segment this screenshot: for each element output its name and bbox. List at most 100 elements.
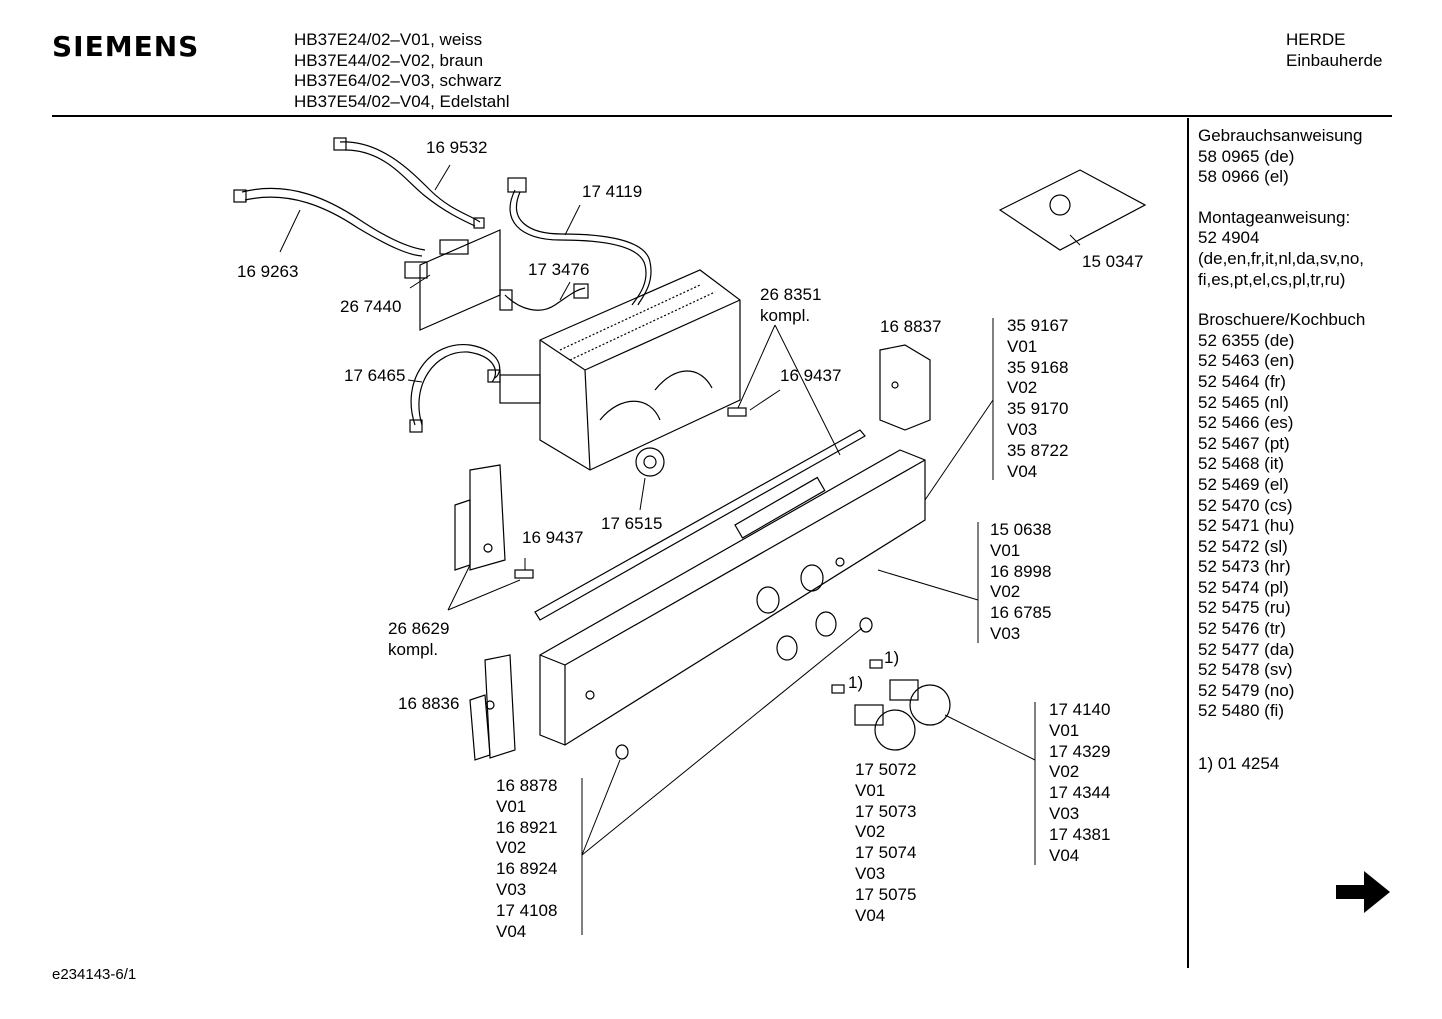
doc-line: (de,en,fr,it,nl,da,sv,no, bbox=[1198, 248, 1364, 268]
knob-176515 bbox=[635, 447, 665, 477]
part-label: 26 7440 bbox=[340, 297, 402, 316]
arrow-right-icon[interactable] bbox=[1336, 868, 1392, 916]
part-label: 16 8836 bbox=[398, 694, 460, 713]
variant-line: V04 bbox=[855, 905, 886, 925]
part-label: 16 9263 bbox=[237, 262, 299, 281]
variant-line: 17 4140 bbox=[1049, 700, 1111, 719]
part-label-line: 26 8351 bbox=[760, 285, 822, 304]
product-category: HERDE Einbauherde bbox=[1286, 30, 1382, 71]
documentation-sidebar: Gebrauchsanweisung 58 0965 (de) 58 0966 … bbox=[1198, 126, 1365, 775]
variant-line: 17 5074 bbox=[855, 843, 917, 863]
variant-line: V03 bbox=[855, 863, 886, 883]
doc-line: 52 5477 (da) bbox=[1198, 639, 1295, 659]
part-variant-group: 16 8878 V01 16 8921 V02 16 8924 V03 17 4… bbox=[496, 776, 557, 942]
doc-line: 52 5471 (hu) bbox=[1198, 516, 1295, 536]
variant-line: 17 5073 bbox=[855, 801, 917, 821]
part-label: 26 8629 kompl. bbox=[388, 619, 449, 661]
user-manual-block: Gebrauchsanweisung 58 0965 (de) 58 0966 … bbox=[1198, 126, 1365, 188]
doc-line: Gebrauchsanweisung bbox=[1198, 126, 1363, 145]
category-line: HERDE bbox=[1286, 30, 1346, 49]
cookbook-block: Broschuere/Kochbuch 52 6355 (de) 52 5463… bbox=[1198, 310, 1365, 722]
part-label: 16 8837 bbox=[880, 317, 942, 336]
bracket-168837 bbox=[879, 344, 931, 431]
variant-line: V02 bbox=[855, 822, 886, 842]
doc-line: 52 5474 (pl) bbox=[1198, 577, 1289, 597]
variant-line: 35 9168 bbox=[1007, 357, 1069, 377]
doc-line: 52 5466 (es) bbox=[1198, 413, 1294, 433]
part-label: 17 4119 bbox=[582, 182, 643, 201]
doc-line: 52 5473 (hr) bbox=[1198, 557, 1291, 577]
variant-line: V01 bbox=[496, 796, 527, 816]
screw-bag-150347 bbox=[998, 169, 1147, 251]
variant-line: V02 bbox=[990, 582, 1021, 602]
variant-line: 17 5072 bbox=[855, 760, 917, 779]
variant-line: 16 6785 bbox=[990, 603, 1052, 623]
footnote-ref: 1) bbox=[884, 648, 900, 667]
category-line: Einbauherde bbox=[1286, 50, 1383, 70]
variant-line: V01 bbox=[1049, 720, 1080, 740]
doc-line: 52 5478 (sv) bbox=[1198, 660, 1293, 680]
clip-169437 bbox=[514, 407, 747, 579]
sidebar-divider bbox=[1187, 118, 1189, 968]
model-line: HB37E24/02–V01, weiss bbox=[294, 30, 483, 49]
part-variant-group: 17 5072 V01 17 5073 V02 17 5074 V03 17 5… bbox=[855, 760, 916, 926]
variant-line: V03 bbox=[1007, 419, 1038, 439]
brand-logo: SIEMENS bbox=[52, 30, 200, 63]
footnote: 1) 01 4254 bbox=[1198, 754, 1280, 774]
variant-line: V02 bbox=[496, 838, 527, 858]
doc-line: 52 5465 (nl) bbox=[1198, 392, 1289, 412]
variant-line: 17 4108 bbox=[496, 900, 558, 920]
circuit-board-267440 bbox=[404, 229, 501, 331]
bracket-168836 bbox=[469, 654, 516, 761]
doc-line: 52 5469 (el) bbox=[1198, 474, 1289, 494]
control-panel-front bbox=[539, 449, 926, 746]
doc-line: 52 5467 (pt) bbox=[1198, 433, 1290, 453]
doc-line: 58 0965 (de) bbox=[1198, 146, 1295, 166]
doc-line: 52 5476 (tr) bbox=[1198, 619, 1286, 639]
part-label: 16 9437 bbox=[522, 528, 584, 547]
part-label: 15 0347 bbox=[1082, 252, 1144, 271]
part-label: 16 9437 bbox=[780, 366, 842, 385]
part-label: 26 8351 kompl. bbox=[760, 285, 821, 327]
doc-line: 52 5468 (it) bbox=[1198, 454, 1284, 474]
model-line: HB37E54/02–V04, Edelstahl bbox=[294, 91, 510, 111]
doc-line: 52 5480 (fi) bbox=[1198, 701, 1284, 721]
variant-line: V02 bbox=[1007, 378, 1038, 398]
part-label-line: 26 8629 bbox=[388, 619, 450, 638]
part-variant-group: 35 9167 V01 35 9168 V02 35 9170 V03 35 8… bbox=[1007, 316, 1068, 482]
doc-line: 52 4904 bbox=[1198, 228, 1260, 248]
model-line: HB37E64/02–V03, schwarz bbox=[294, 71, 502, 91]
rail-strip bbox=[534, 429, 866, 621]
wire-harness-174119 bbox=[507, 177, 652, 306]
doc-line: fi,es,pt,el,cs,pl,tr,ru) bbox=[1198, 269, 1346, 289]
bracket-268629 bbox=[454, 464, 506, 571]
variant-line: 35 8722 bbox=[1007, 440, 1069, 460]
variant-line: V04 bbox=[1007, 461, 1038, 481]
control-knob-left bbox=[854, 704, 916, 751]
variant-line: 16 8921 bbox=[496, 817, 558, 837]
variant-line: V01 bbox=[855, 780, 886, 800]
variant-line: 16 8998 bbox=[990, 561, 1052, 581]
doc-line: 52 5479 (no) bbox=[1198, 680, 1295, 700]
part-label: 17 6515 bbox=[601, 514, 663, 533]
knob-ring bbox=[615, 611, 873, 760]
part-variant-group: 15 0638 V01 16 8998 V02 16 6785 V03 bbox=[990, 520, 1051, 645]
control-knob-right bbox=[889, 679, 951, 726]
variant-line: 15 0638 bbox=[990, 520, 1052, 539]
variant-line: 17 4329 bbox=[1049, 741, 1111, 761]
header-divider bbox=[52, 115, 1392, 117]
doc-line: 52 5470 (cs) bbox=[1198, 495, 1293, 515]
doc-line: 52 5464 (fr) bbox=[1198, 371, 1286, 391]
part-label: 17 6465 bbox=[344, 366, 406, 385]
variant-line: V03 bbox=[496, 879, 527, 899]
variant-line: 17 4381 bbox=[1049, 824, 1111, 844]
doc-line: Montageanweisung: bbox=[1198, 207, 1351, 227]
doc-line: 52 5472 (sl) bbox=[1198, 536, 1288, 556]
variant-line: V01 bbox=[990, 540, 1021, 560]
doc-line: 52 5475 (ru) bbox=[1198, 598, 1291, 618]
doc-line: 52 6355 (de) bbox=[1198, 330, 1295, 350]
leader-lines bbox=[279, 164, 1081, 935]
part-label: 17 3476 bbox=[528, 260, 590, 279]
part-label-line: kompl. bbox=[760, 305, 811, 325]
